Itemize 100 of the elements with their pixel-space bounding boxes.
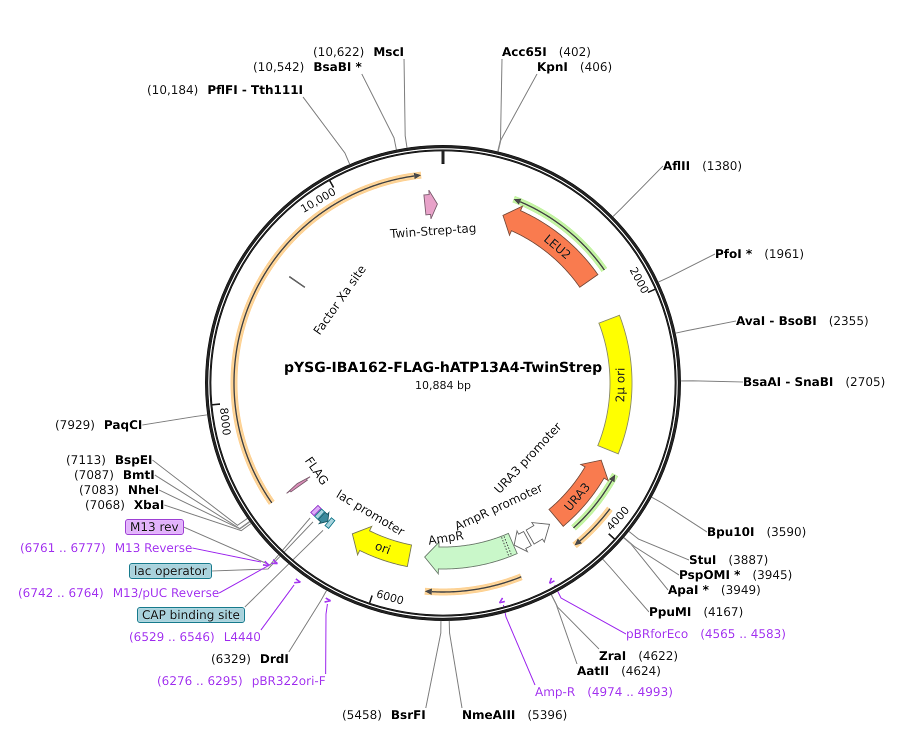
feature-label: CAP binding site (137, 607, 245, 623)
enzyme-name: ApaI * (668, 583, 709, 597)
leader-line (554, 584, 626, 634)
site-position: (7087) (74, 468, 114, 482)
leader-line (260, 584, 294, 630)
site-position: (4622) (638, 649, 678, 663)
primer-position: (6276 .. 6295) (157, 674, 243, 688)
site-position: (5458) (342, 708, 382, 722)
leader-line (676, 320, 736, 334)
primer-position: (6529 .. 6546) (129, 630, 215, 644)
leader-line (425, 620, 442, 708)
site-position: (3949) (720, 583, 761, 597)
enzyme-name: NmeAIII (462, 708, 516, 722)
leader-line (550, 594, 578, 664)
leader-line (183, 518, 311, 566)
primer-name: pBRforEco (626, 627, 688, 641)
leader-line (325, 604, 328, 674)
enzyme-name: PpuMI (649, 605, 692, 619)
site-position: (10,622) (313, 45, 364, 59)
leader-line (612, 166, 664, 217)
site-position: (6329) (211, 652, 251, 666)
leader-line (288, 590, 327, 652)
enzyme-name: BsaAI - SnaBI (743, 375, 834, 389)
leader-line (212, 521, 314, 572)
site-position: (10,542) (253, 60, 304, 74)
leader-line (602, 558, 650, 612)
enzyme-name: AflII (663, 159, 690, 173)
leader-line (244, 530, 324, 608)
site-position: (1961) (764, 247, 804, 261)
leader-line (502, 604, 536, 686)
enzyme-name: BmtI (122, 468, 155, 482)
scale-label: 6000 (374, 586, 406, 608)
feature-label: lac operator (129, 563, 212, 579)
leader-line (498, 74, 538, 152)
leader-line (142, 414, 208, 426)
leader-line (302, 96, 350, 164)
leader-line (361, 74, 397, 150)
leader-line (497, 58, 503, 152)
primer-name: pBR322ori-F (252, 674, 326, 688)
plasmid-size: 10,884 bp (415, 378, 471, 392)
site-position: (4167) (703, 605, 744, 619)
primer-name: Amp-R (535, 685, 576, 699)
site-position: (2355) (828, 314, 869, 328)
site-position: (7113) (66, 453, 106, 467)
site-position: (3887) (728, 553, 768, 567)
site-position: (3945) (752, 568, 792, 582)
primer-position: (6761 .. 6777) (20, 541, 106, 555)
site-position: (402) (558, 45, 591, 59)
leader-line (154, 474, 250, 530)
leader-line (192, 547, 262, 563)
primer-name: M13 Reverse (114, 541, 192, 555)
enzyme-name: PflFI - Tth111I (207, 83, 304, 97)
primer-position: (4565 .. 4583) (700, 627, 786, 641)
feature-label: M13 rev (125, 519, 184, 535)
enzyme-name: BspEI (114, 453, 152, 467)
feature-label: Twin-Strep-tag (390, 221, 477, 241)
feature-label: 2μ ori (614, 367, 628, 402)
enzyme-name: AatII (577, 664, 610, 678)
enzyme-name: PfoI * (715, 247, 752, 261)
primer-position: (4974 .. 4993) (587, 685, 673, 699)
leader-line (403, 59, 408, 148)
feature-label: AmpR (427, 528, 465, 548)
scale-label: 8000 (217, 406, 233, 436)
enzyme-name: ZraI (599, 649, 626, 663)
feature-label: ori (372, 539, 392, 558)
enzyme-name: PaqCI (104, 418, 142, 432)
leader-line (164, 504, 252, 532)
site-position: (5396) (527, 708, 568, 722)
site-position: (7083) (79, 483, 119, 497)
site-position: (7068) (85, 498, 125, 512)
leader-line (218, 564, 270, 594)
enzyme-name: Bpu10I (707, 525, 754, 539)
site-position: (406) (580, 60, 612, 74)
leader-line (623, 537, 668, 590)
plasmid-name: pYSG-IBA162-FLAG-hATP13A4-TwinStrep (284, 360, 602, 376)
leader-line (624, 537, 680, 576)
leader-line (152, 460, 248, 526)
site-position: (10,184) (147, 83, 198, 97)
primer-name: L4440 (224, 630, 261, 644)
leader-line (628, 531, 690, 560)
site-position: (4624) (621, 664, 661, 678)
enzyme-name: KpnI (537, 60, 568, 74)
enzyme-name: PspOMI * (679, 568, 740, 582)
enzyme-name: NheI (128, 483, 160, 497)
enzyme-name: StuI (689, 553, 716, 567)
enzyme-name: MscI (373, 45, 404, 59)
leader-line (658, 254, 716, 283)
site-position: (1380) (702, 159, 742, 173)
enzyme-name: DrdI (260, 652, 289, 666)
primer-name: M13/pUC Reverse (112, 586, 220, 600)
enzyme-name: XbaI (134, 498, 164, 512)
enzyme-name: AvaI - BsoBI (736, 314, 817, 328)
leader-line (158, 490, 250, 530)
leader-line (680, 380, 744, 383)
primer-position: (6742 .. 6764) (18, 586, 104, 600)
site-position: (7929) (55, 418, 95, 432)
site-position: (3590) (766, 525, 806, 539)
enzyme-name: BsaBI * (313, 60, 362, 74)
leader-line (448, 620, 463, 708)
leader-line (652, 496, 708, 532)
